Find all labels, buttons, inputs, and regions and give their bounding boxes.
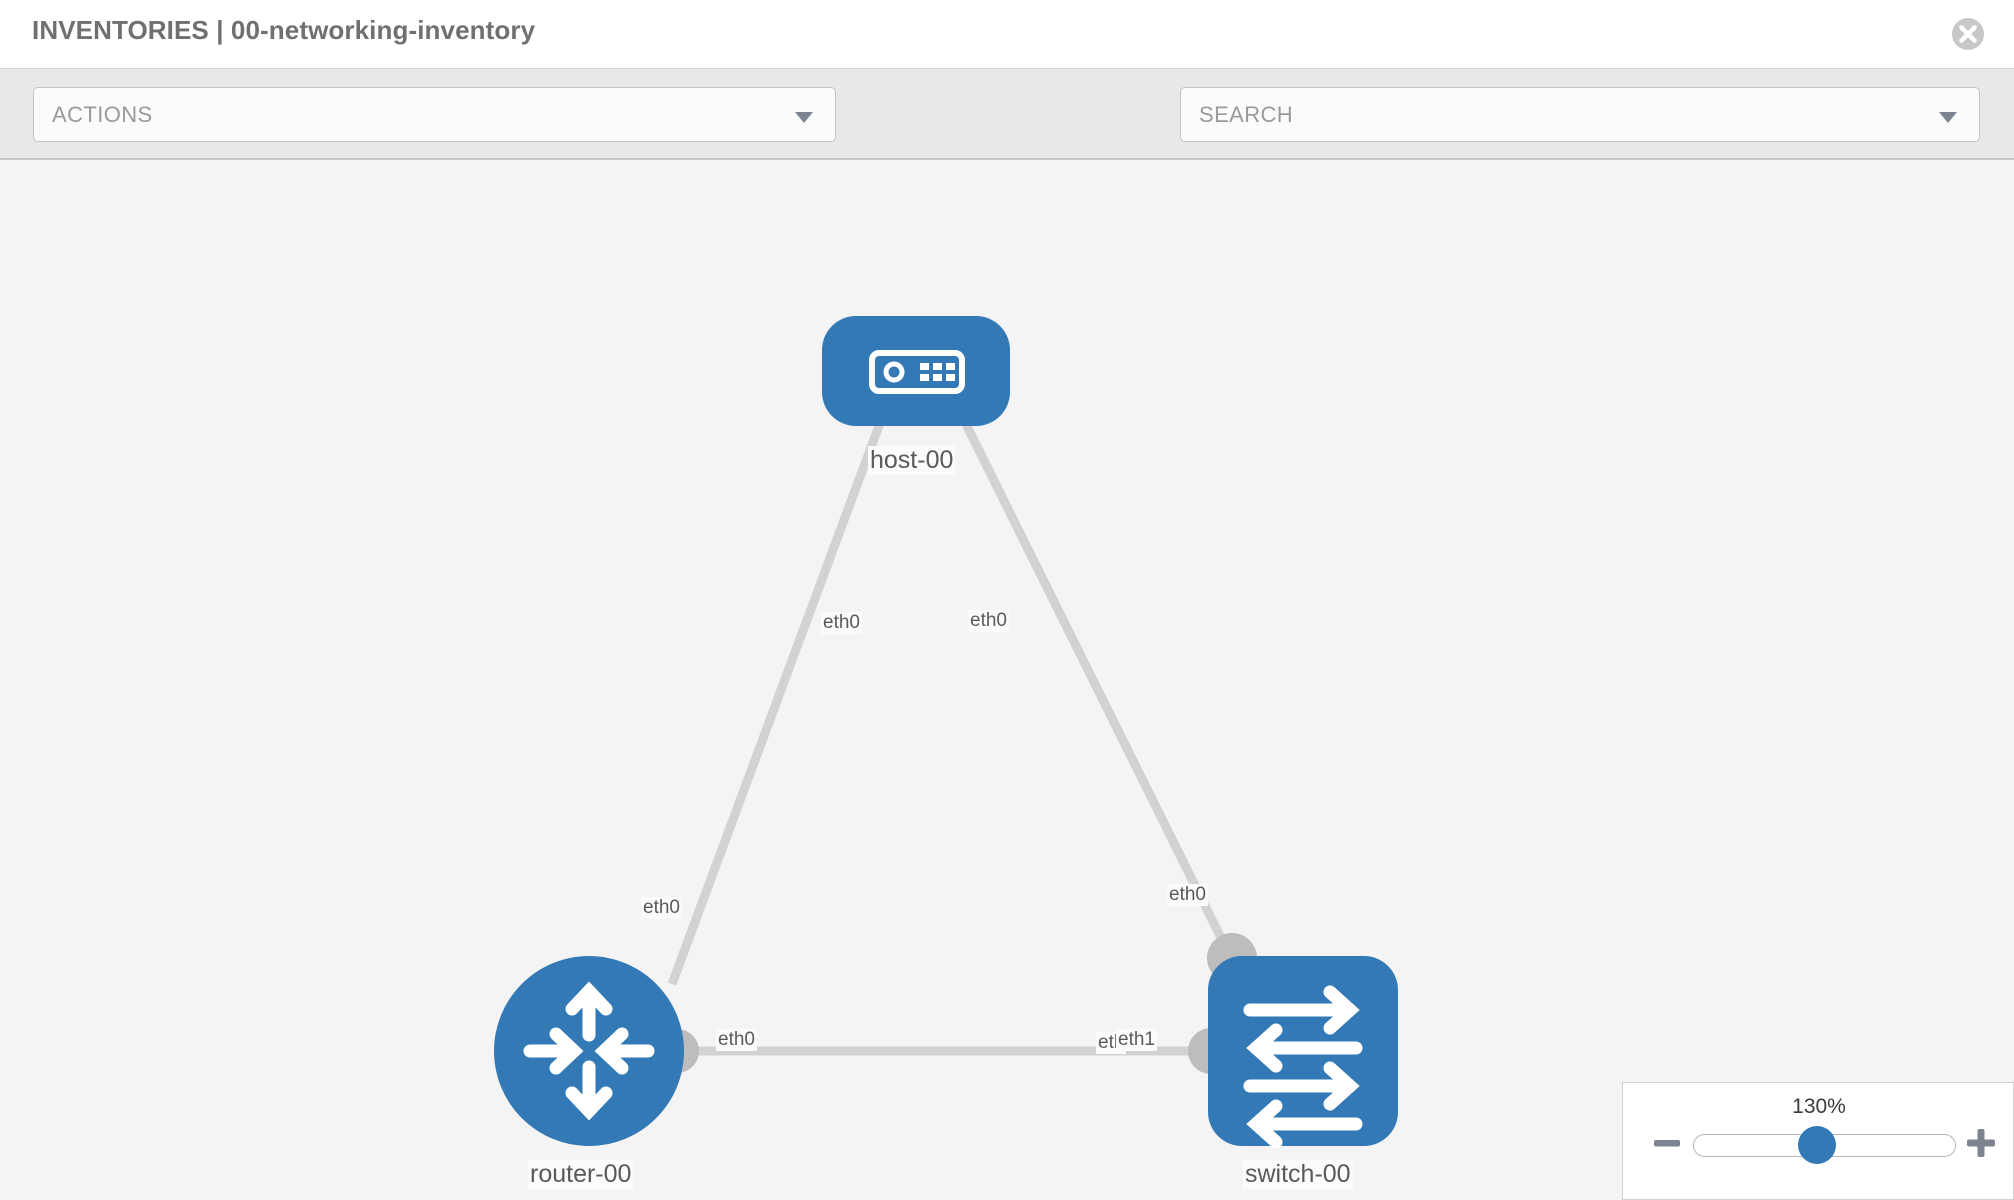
- edge-label-interface: eth0: [716, 1029, 757, 1051]
- edge-label-interface: eth1: [1116, 1029, 1157, 1051]
- node-host-00[interactable]: [822, 316, 1010, 426]
- minus-icon[interactable]: [1649, 1125, 1685, 1161]
- node-switch-00[interactable]: [1208, 956, 1398, 1149]
- zoom-level-label: 130%: [1792, 1095, 1846, 1118]
- node-label-router-00: router-00: [528, 1160, 634, 1189]
- edge-label-interface: eth0: [968, 610, 1009, 632]
- node-label-switch-00: switch-00: [1243, 1160, 1353, 1189]
- page-header: INVENTORIES | 00-networking-inventory: [0, 0, 2014, 69]
- toolbar: ACTIONS SEARCH: [0, 69, 2014, 193]
- switch-arrows-icon: [1243, 985, 1363, 1149]
- node-router-00[interactable]: [494, 956, 684, 1146]
- page-title: INVENTORIES | 00-networking-inventory: [32, 15, 536, 45]
- topology-canvas[interactable]: host-00 router-00 switch-00 eth0 eth0 et…: [0, 160, 2014, 1200]
- close-icon[interactable]: [1950, 16, 1986, 52]
- chevron-down-icon: [1939, 112, 1957, 123]
- edge-host-router[interactable]: [667, 386, 898, 986]
- node-label-host-00: host-00: [868, 446, 956, 475]
- edge-label-interface: eth0: [641, 897, 682, 919]
- topology-graph: [494, 316, 1398, 1149]
- edge-host-switch[interactable]: [943, 385, 1237, 963]
- server-device-icon: [869, 350, 965, 394]
- plus-icon[interactable]: [1963, 1125, 1999, 1161]
- search-input[interactable]: SEARCH: [1180, 87, 1980, 142]
- actions-dropdown[interactable]: ACTIONS: [33, 87, 836, 142]
- chevron-down-icon: [795, 112, 813, 123]
- edge-label-interface: eth0: [821, 612, 862, 634]
- actions-dropdown-label: ACTIONS: [52, 102, 153, 127]
- edge-label-interface: eth0: [1167, 884, 1208, 906]
- router-arrows-icon: [523, 981, 655, 1121]
- zoom-control-panel: 130%: [1622, 1082, 2014, 1200]
- zoom-slider-thumb[interactable]: [1798, 1126, 1836, 1164]
- search-placeholder: SEARCH: [1199, 102, 1294, 127]
